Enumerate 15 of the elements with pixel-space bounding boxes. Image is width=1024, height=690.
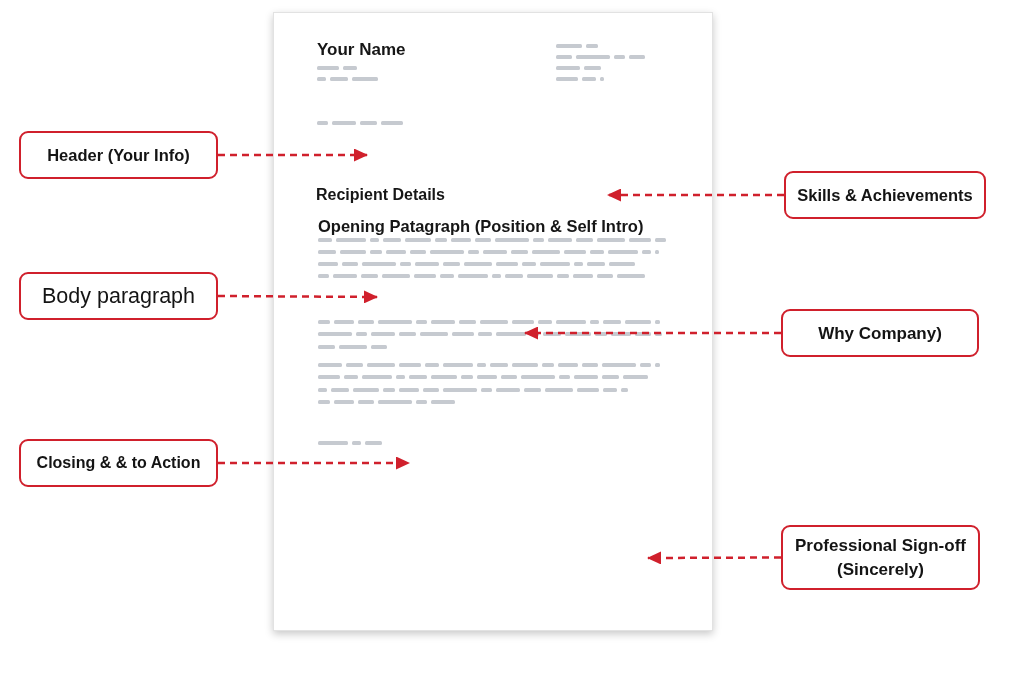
leader-arrow bbox=[218, 456, 410, 470]
leader-arrow bbox=[218, 148, 368, 162]
callout-box: Body paragraph bbox=[19, 272, 218, 320]
callout-box: Skills & Achievements bbox=[784, 171, 986, 219]
leader-arrow bbox=[647, 551, 781, 565]
callout-box: Why Company) bbox=[781, 309, 979, 357]
leader-arrow bbox=[218, 290, 378, 304]
callout-box: Header (Your Info) bbox=[19, 131, 218, 179]
leader-arrow bbox=[524, 326, 781, 340]
callout-box: Closing & & to Action bbox=[19, 439, 218, 487]
name-heading: Your Name bbox=[317, 40, 406, 60]
callout-box: Professional Sign-off (Sincerely) bbox=[781, 525, 980, 590]
section-heading: Opening Patagraph (Position & Self Intro) bbox=[318, 216, 644, 236]
section-heading: Recipient Details bbox=[316, 184, 445, 204]
leader-arrow bbox=[607, 188, 784, 202]
